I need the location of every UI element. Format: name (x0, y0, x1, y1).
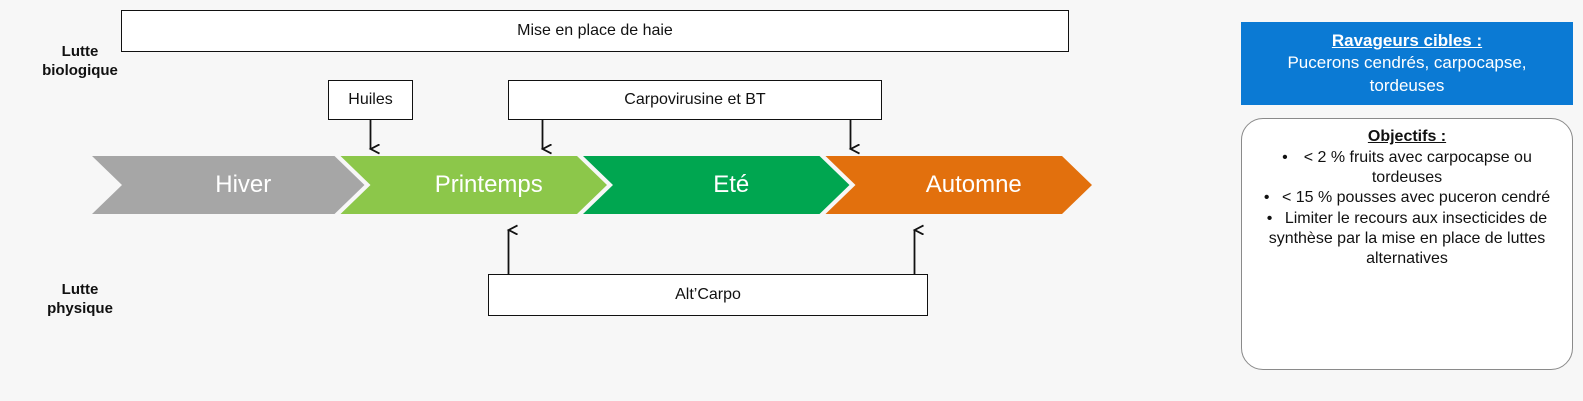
objective-item: • Limiter le recours aux insecticides de… (1266, 209, 1548, 267)
season-chevron-eté[interactable] (583, 156, 850, 214)
season-chevron-hiver[interactable] (92, 156, 365, 214)
season-chevron-printemps[interactable] (340, 156, 608, 214)
season-chevron-automne[interactable] (825, 156, 1093, 214)
target-pests-text: Pucerons cendrés, carpocapse, tordeuses (1287, 53, 1527, 95)
season-timeline: Hiver Printemps Eté Automne (92, 156, 1092, 214)
intervention-box-carpovirusine[interactable]: Carpovirusine et BT (508, 80, 882, 120)
objectives-heading: Objectifs : (1367, 128, 1447, 145)
objective-item: • < 2 % fruits avec carpocapse ou tordeu… (1282, 149, 1532, 187)
intervention-box-oils[interactable]: Huiles (328, 80, 413, 120)
objectives-panel: Objectifs : • < 2 % fruits avec carpocap… (1241, 118, 1573, 370)
objective-item: • < 15 % pousses avec puceron cendré (1263, 189, 1551, 207)
target-pests-panel: Ravageurs cibles : Pucerons cendrés, car… (1241, 22, 1573, 105)
intervention-box-hedge[interactable]: Mise en place de haie (121, 10, 1069, 52)
intervention-box-altcarpo[interactable]: Alt’Carpo (488, 274, 928, 316)
season-chevrons (92, 156, 1092, 214)
target-pests-heading: Ravageurs cibles : (1331, 31, 1483, 51)
